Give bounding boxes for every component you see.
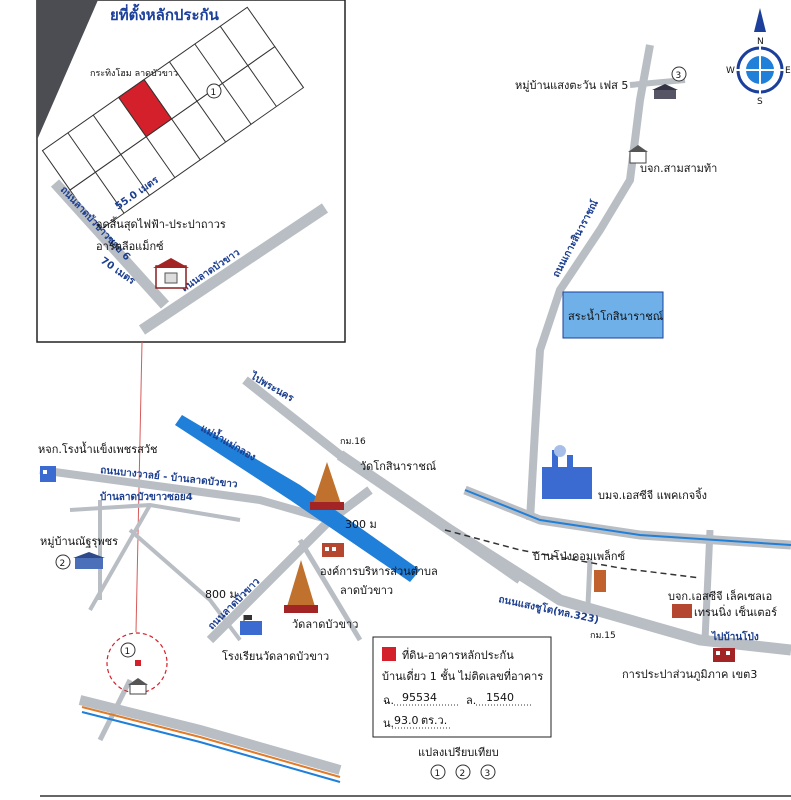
svg-text:3: 3 xyxy=(676,71,682,81)
label-ice-factory: หจก.โรงน้ำแข็งเพชรสวัช xyxy=(38,441,157,456)
inset-map: ยที่ตั้งหลักประกัน 1 กระทิงโฮม ลาดบัวขาว… xyxy=(36,0,346,343)
compass-e: E xyxy=(785,66,791,76)
label-km16: กม.16 xyxy=(340,437,366,447)
svg-text:3: 3 xyxy=(485,769,491,779)
temple2-icon xyxy=(284,560,318,613)
legend-chanot: 95534 xyxy=(402,691,437,704)
compass-w: W xyxy=(726,66,735,76)
label-dist-800: 800 ม xyxy=(205,588,237,601)
inset-road-top-label: กระทิงโฮม ลาดบัวขาว xyxy=(90,68,178,79)
svg-text:ตร.ว.: ตร.ว. xyxy=(421,714,447,727)
legend-lot: 1540 xyxy=(486,691,514,704)
legend-box: ที่ดิน-อาคารหลักประกัน บ้านเดี่ยว 1 ชั้น… xyxy=(372,636,552,738)
village-house-icon xyxy=(652,84,678,99)
inset-end-point: จุดสิ้นสุดไฟฟ้า-ประปาถาวร xyxy=(96,216,226,231)
compare-markers: 1 2 3 xyxy=(430,764,496,780)
svg-text:2: 2 xyxy=(60,559,66,569)
inset-arclomax: อาร์ตลีอแม็กซ์ xyxy=(96,239,164,253)
school-icon xyxy=(240,615,262,635)
label-obt: องค์การบริหารส่วนตำบล xyxy=(320,565,438,578)
label-wat-kosin: วัดโกสินาราชณ์ xyxy=(360,459,436,473)
main-roads xyxy=(39,44,791,775)
factory-icon xyxy=(40,466,56,482)
legend-area: 93.0 xyxy=(394,714,419,727)
svg-text:น.: น. xyxy=(383,717,394,730)
label-bmj: บมจ.เอสซีจี แพคเกจจิ้ง xyxy=(598,487,707,502)
inset-title: ยที่ตั้งหลักประกัน xyxy=(110,3,220,24)
pond xyxy=(562,291,664,339)
label-soi4: บ้านลาดบัวขาวซอย4 xyxy=(100,491,193,503)
label-obt2: ลาดบัวขาว xyxy=(340,584,393,597)
label-km15: กม.15 xyxy=(590,631,616,641)
svg-text:ฉ.: ฉ. xyxy=(383,694,394,707)
label-wat-ladbuakhao: วัดลาดบัวขาว xyxy=(292,618,358,631)
obt-building-icon xyxy=(322,543,344,557)
pea-building-icon xyxy=(713,648,735,662)
label-ban-pong-complex: บ้านโป่งคอมเพล็กซ์ xyxy=(533,549,626,563)
label-compare: แปลงเปรียบเทียบ xyxy=(418,746,499,759)
label-village-sangtawan: หมู่บ้านแสงตะวัน เฟส 5 xyxy=(515,79,628,92)
svg-text:1: 1 xyxy=(435,769,441,779)
compass-s: S xyxy=(757,97,763,107)
compass-n: N xyxy=(757,37,764,47)
collateral-plot xyxy=(117,78,173,138)
label-village-suphot: หมู่บ้านณัฐรุพชร xyxy=(40,535,118,548)
railways xyxy=(81,485,791,783)
label-bjk-samsamtha: บจก.สามสามท้า xyxy=(640,162,717,175)
village2-house-icon xyxy=(73,552,105,569)
svg-text:ล.: ล. xyxy=(466,694,476,707)
svg-text:1: 1 xyxy=(211,88,217,98)
canal xyxy=(175,415,420,582)
inset-plot-grid xyxy=(41,6,305,232)
svg-text:2: 2 xyxy=(460,769,466,779)
label-bjk-scg: บจก.เอสซีจี เล็คเซลเอ xyxy=(668,589,772,603)
factory-bmj-icon xyxy=(542,445,592,499)
legend-desc: บ้านเดี่ยว 1 ชั้น ไม่ติดเลขที่อาคาร xyxy=(382,668,543,683)
collateral-marker-zone xyxy=(106,632,168,694)
scg-building-icon xyxy=(672,604,692,618)
legend-swatch xyxy=(382,647,396,661)
compass-rose: N S W E xyxy=(726,8,791,107)
pond-label: สระน้ำโกสินาราชณ์ xyxy=(568,308,663,323)
legend-item: ที่ดิน-อาคารหลักประกัน xyxy=(402,647,514,662)
label-training: เทรนนิ่ง เซ็นเตอร์ xyxy=(694,604,777,619)
collateral-house-icon xyxy=(128,678,148,695)
svg-text:1: 1 xyxy=(125,647,131,657)
label-pea: การประปาส่วนภูมิภาค เขต3 xyxy=(622,668,757,681)
temple-icon xyxy=(310,462,344,510)
label-to-banpong: ไปบ้านโป่ง xyxy=(711,630,759,643)
complex-building-icon xyxy=(594,570,606,592)
bjk-house-icon xyxy=(628,145,648,164)
house-icon xyxy=(153,258,189,289)
inset-marker-1 xyxy=(206,83,222,99)
label-school: โรงเรียนวัดลาดบัวขาว xyxy=(222,649,329,663)
label-dist-300: 300 ม xyxy=(345,518,377,531)
